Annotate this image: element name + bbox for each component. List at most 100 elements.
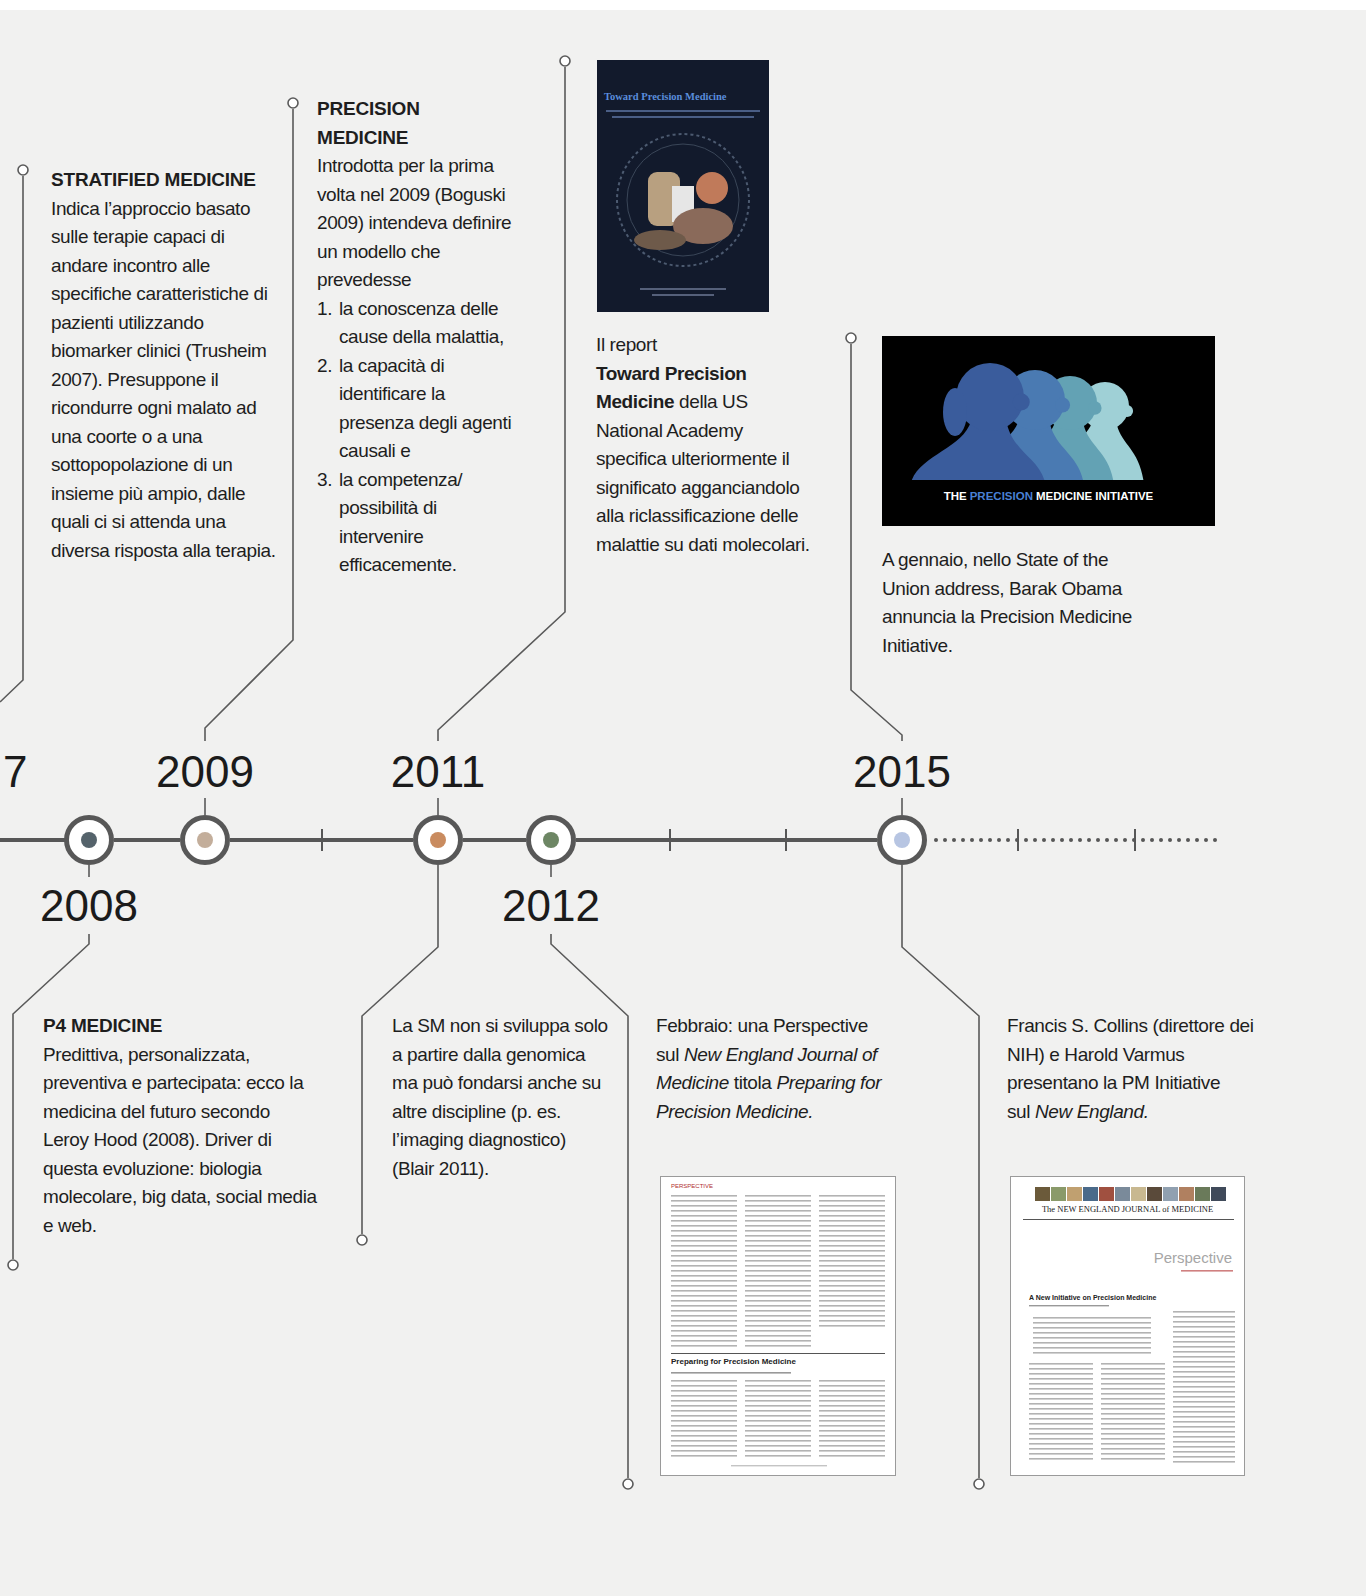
text-line	[745, 1200, 811, 1202]
text-line	[1101, 1433, 1165, 1435]
year-fragment: 7	[3, 750, 43, 794]
text-line	[671, 1395, 737, 1397]
text-line	[1101, 1458, 1165, 1460]
list-text: la competenza/ possibilità di intervenir…	[339, 466, 513, 580]
silhouette-head	[956, 363, 1024, 431]
text-line	[1029, 1443, 1093, 1445]
text-line	[1029, 1433, 1093, 1435]
text-line	[819, 1225, 885, 1227]
text-line	[1173, 1381, 1235, 1383]
text-line	[1101, 1378, 1165, 1380]
year-marker: 2008	[64, 815, 114, 865]
text-line	[745, 1245, 811, 1247]
initiative-image	[882, 336, 1215, 526]
dot	[934, 838, 938, 842]
dot	[1087, 838, 1091, 842]
body-text: Il report	[596, 331, 811, 360]
text-line	[819, 1380, 885, 1382]
text-line	[1101, 1423, 1165, 1425]
text-line	[671, 1440, 737, 1442]
text-line	[819, 1435, 885, 1437]
masthead-tile	[1083, 1187, 1098, 1201]
text-line	[819, 1205, 885, 1207]
timeline-segment	[463, 838, 526, 842]
text-line	[1101, 1413, 1165, 1415]
text-line	[819, 1200, 885, 1202]
block-body: Indica l’approccio basato sulle terapie …	[51, 195, 283, 566]
text-line	[671, 1240, 737, 1242]
text-line	[1101, 1453, 1165, 1455]
text-line	[745, 1415, 811, 1417]
dot	[1096, 838, 1100, 842]
text-line	[1033, 1327, 1151, 1329]
text-line	[1029, 1438, 1093, 1440]
text-line	[1101, 1418, 1165, 1420]
text-line	[745, 1220, 811, 1222]
article-heading: Preparing for Precision Medicine	[671, 1357, 796, 1367]
year-label: 7	[3, 750, 43, 794]
text-line	[745, 1340, 811, 1342]
text-line	[819, 1305, 885, 1307]
text-line	[819, 1390, 885, 1392]
text-line	[745, 1195, 811, 1197]
text-block: P4 MEDICINEPredittiva, personalizzata, p…	[43, 1012, 318, 1240]
text-line	[671, 1290, 737, 1292]
masthead-tile	[1211, 1187, 1226, 1201]
ponytail	[943, 388, 967, 436]
text-line	[1173, 1321, 1235, 1323]
text-line	[1033, 1347, 1151, 1349]
text-line	[819, 1385, 885, 1387]
text-line	[745, 1270, 811, 1272]
text-line	[1173, 1326, 1235, 1328]
text-line	[1029, 1398, 1093, 1400]
text-line	[671, 1310, 737, 1312]
text-line	[1173, 1386, 1235, 1388]
text-line	[1173, 1411, 1235, 1413]
dot	[943, 838, 947, 842]
text-line	[1173, 1451, 1235, 1453]
dot	[970, 838, 974, 842]
dot	[1132, 838, 1136, 842]
marker-dot	[894, 832, 910, 848]
text-line	[1101, 1398, 1165, 1400]
dot	[952, 838, 956, 842]
text-line	[745, 1235, 811, 1237]
text-line	[1029, 1378, 1093, 1380]
year-label: 2011	[391, 750, 486, 794]
dot	[1168, 838, 1172, 842]
text-line	[1029, 1363, 1093, 1365]
year-label: 2015	[853, 750, 951, 794]
text-line	[671, 1345, 737, 1347]
text-line	[745, 1395, 811, 1397]
masthead-tile	[1051, 1187, 1066, 1201]
caption-word: PRECISION	[970, 490, 1033, 502]
dot	[1204, 838, 1208, 842]
text-line	[819, 1325, 885, 1327]
text-line	[819, 1410, 885, 1412]
text-line	[1101, 1443, 1165, 1445]
text-block: STRATIFIED MEDICINEIndica l’approccio ba…	[51, 166, 283, 565]
block-body: A gennaio, nello State of the Union addr…	[882, 546, 1157, 660]
leader-end-dots	[8, 56, 984, 1489]
text-line	[745, 1410, 811, 1412]
text-line	[671, 1255, 737, 1257]
text-line	[1033, 1352, 1151, 1354]
text-line	[819, 1295, 885, 1297]
text-line	[745, 1390, 811, 1392]
text-line	[1029, 1458, 1093, 1460]
article-thumbnail: The NEW ENGLAND JOURNAL of MEDICINEPersp…	[1010, 1176, 1245, 1476]
dot	[1051, 838, 1055, 842]
silhouette-nose	[1055, 398, 1070, 413]
masthead-tile	[1067, 1187, 1082, 1201]
text-line	[819, 1220, 885, 1222]
caption-word: MEDICINE INITIATIVE	[1036, 490, 1153, 502]
text-line	[819, 1450, 885, 1452]
silhouette	[912, 421, 1045, 480]
text-line	[745, 1445, 811, 1447]
cover-title: Toward Precision Medicine	[604, 90, 762, 103]
masthead-tile	[1115, 1187, 1130, 1201]
masthead-tile	[1035, 1187, 1050, 1201]
text-line	[1173, 1351, 1235, 1353]
text-line	[1173, 1431, 1235, 1433]
marker-dot	[430, 832, 446, 848]
